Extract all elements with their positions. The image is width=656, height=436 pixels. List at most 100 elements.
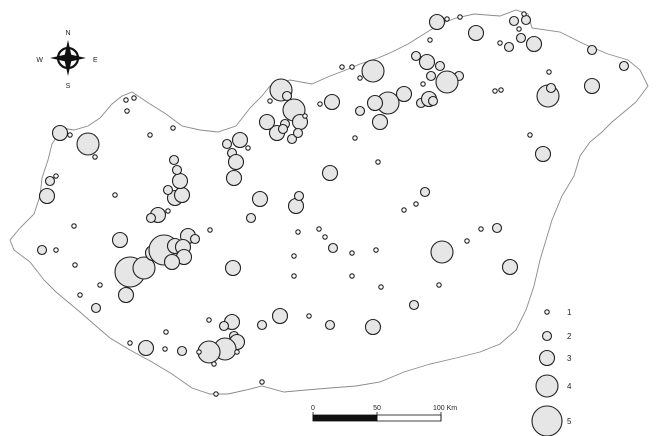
site-symbol	[324, 319, 336, 331]
legend-label-1: 1	[567, 308, 572, 317]
site-symbol	[546, 69, 552, 75]
site-symbol	[395, 85, 413, 103]
site-symbol	[163, 329, 169, 335]
site-symbol	[357, 75, 363, 81]
site-symbol	[256, 319, 268, 331]
site-symbol	[245, 145, 251, 151]
site-symbol	[322, 234, 328, 240]
site-symbol	[231, 131, 249, 149]
site-symbol	[173, 186, 191, 204]
site-symbol	[508, 15, 520, 27]
site-symbol	[189, 233, 201, 245]
site-symbol	[525, 35, 543, 53]
site-symbol	[163, 253, 181, 271]
site-symbol	[491, 222, 503, 234]
legend-label-2: 2	[567, 332, 572, 341]
site-symbol	[292, 127, 304, 139]
site-symbol	[427, 95, 439, 107]
site-symbol	[349, 64, 355, 70]
site-symbol	[401, 207, 407, 213]
site-symbol	[77, 292, 83, 298]
site-symbol	[457, 14, 463, 20]
compass-point-icon	[64, 40, 72, 58]
site-symbol	[425, 70, 437, 82]
site-symbol	[258, 113, 276, 131]
site-symbol	[171, 164, 183, 176]
site-symbol	[378, 284, 384, 290]
site-symbol	[521, 11, 527, 17]
site-symbol	[497, 40, 503, 46]
site-symbol	[234, 349, 240, 355]
site-symbol	[371, 113, 389, 131]
site-symbol	[364, 318, 382, 336]
site-symbol	[302, 113, 308, 119]
site-symbol	[464, 238, 470, 244]
site-symbol	[291, 253, 297, 259]
scale-label: 50	[373, 405, 381, 412]
site-symbol	[323, 93, 341, 111]
site-symbol	[147, 132, 153, 138]
compass-point-icon	[50, 54, 68, 62]
scale-label: 0	[311, 405, 315, 412]
site-symbol	[53, 173, 59, 179]
site-symbol	[349, 250, 355, 256]
site-symbol	[420, 81, 426, 87]
site-symbol	[224, 259, 242, 277]
site-symbol	[321, 164, 339, 182]
site-symbol	[413, 201, 419, 207]
compass-label-w: W	[36, 57, 43, 64]
site-symbol	[492, 88, 498, 94]
site-symbol	[545, 82, 557, 94]
legend-label-3: 3	[567, 354, 572, 363]
site-symbol	[327, 242, 339, 254]
compass-label-n: N	[65, 30, 70, 37]
compass-point-icon	[68, 54, 86, 62]
site-symbol	[97, 282, 103, 288]
site-symbol	[498, 87, 504, 93]
site-symbol	[271, 307, 289, 325]
site-symbol	[516, 26, 522, 32]
site-symbol	[375, 159, 381, 165]
site-symbol	[206, 317, 212, 323]
site-symbol	[76, 132, 100, 156]
site-symbol	[436, 282, 442, 288]
site-symbol	[225, 169, 243, 187]
site-symbol	[51, 124, 69, 142]
country-outline	[9, 9, 649, 395]
site-symbol	[162, 346, 168, 352]
site-symbol	[90, 302, 102, 314]
site-symbol	[287, 197, 305, 215]
site-symbol	[354, 105, 366, 117]
site-symbol	[137, 339, 155, 357]
legend-symbol-3	[538, 349, 556, 367]
site-symbol	[501, 258, 519, 276]
legend-symbol-4	[535, 374, 559, 398]
site-symbol	[434, 60, 446, 72]
site-symbol	[127, 340, 133, 346]
site-symbol	[520, 14, 532, 26]
site-symbol	[339, 64, 345, 70]
site-symbol	[112, 192, 118, 198]
legend-label-5: 5	[567, 417, 572, 426]
site-symbol	[317, 101, 323, 107]
site-symbol	[444, 16, 450, 22]
site-symbol	[245, 212, 257, 224]
site-symbol	[92, 154, 98, 160]
site-symbol	[352, 135, 358, 141]
site-symbol	[36, 244, 48, 256]
site-symbol	[53, 247, 59, 253]
site-symbol	[427, 37, 433, 43]
site-symbol	[131, 95, 137, 101]
site-symbol	[267, 98, 273, 104]
site-symbol	[410, 50, 422, 62]
site-symbol	[428, 13, 446, 31]
site-symbol	[295, 229, 301, 235]
site-symbol	[430, 240, 454, 264]
legend-symbol-1	[544, 309, 550, 315]
site-symbol	[165, 208, 171, 214]
site-symbol	[38, 187, 56, 205]
